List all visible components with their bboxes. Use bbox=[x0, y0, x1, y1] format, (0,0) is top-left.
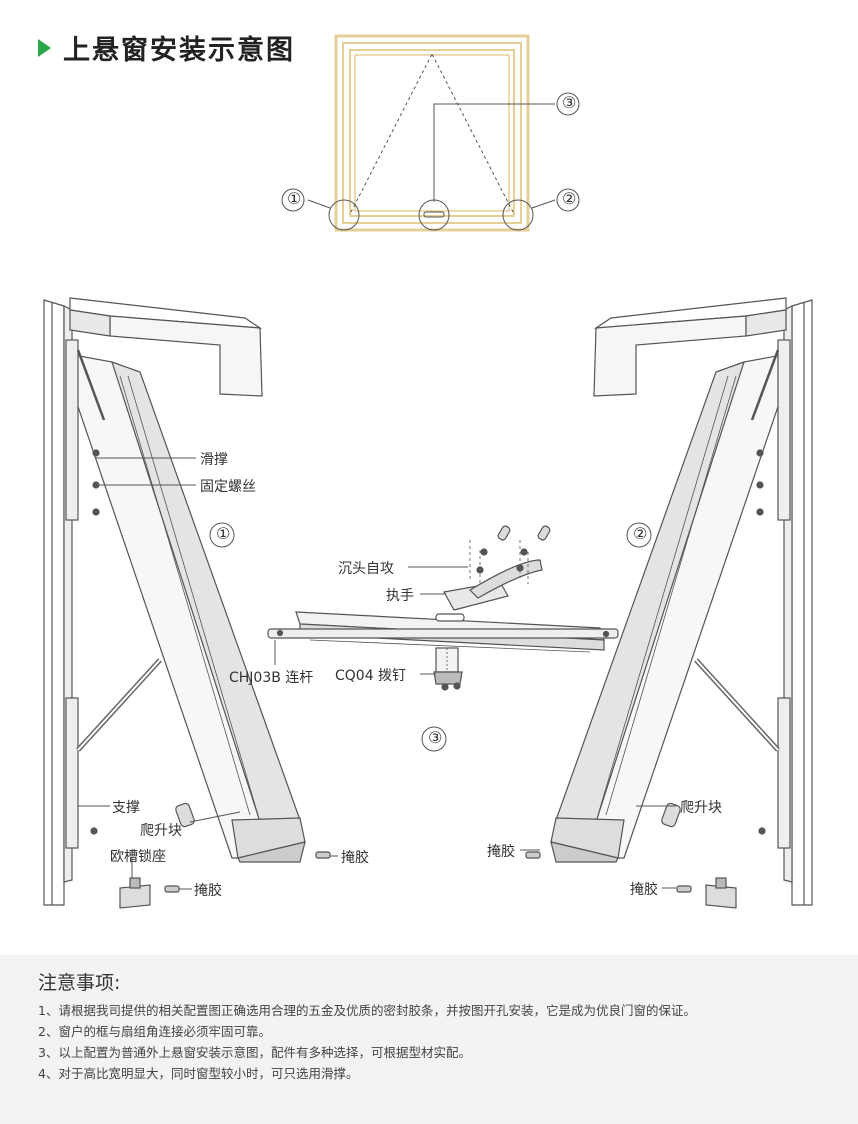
marker-2-label: ② bbox=[562, 189, 577, 208]
note-item: 3、以上配置为普通外上悬窗安装示意图，配件有多种选择，可根据型材实配。 bbox=[38, 1045, 471, 1060]
marker-1-label: ① bbox=[287, 189, 302, 208]
callout-leaders bbox=[78, 457, 676, 890]
note-item: 1、请根据我司提供的相关配置图正确选用合理的五金及优质的密封胶条，并按图开孔安装… bbox=[38, 1003, 696, 1018]
center-handle-assembly bbox=[267, 525, 619, 691]
note-item: 2、窗户的框与扇组角连接必须牢固可靠。 bbox=[38, 1024, 271, 1039]
callout-ou-cao-suo-zuo: 欧槽锁座 bbox=[110, 849, 166, 865]
notes-panel bbox=[0, 955, 858, 1124]
right-window-assembly bbox=[525, 297, 813, 909]
callout-yan-jiao-right-2: 掩胶 bbox=[630, 882, 658, 898]
play-arrow-icon bbox=[38, 38, 51, 57]
callout-chen-tou-zi-gong: 沉头自攻 bbox=[338, 561, 394, 577]
marker-3-label: ③ bbox=[562, 93, 577, 112]
note-item: 4、对于高比宽明显大，同时窗型较小时，可只选用滑撑。 bbox=[38, 1066, 359, 1081]
callout-yan-jiao-right-1: 掩胶 bbox=[487, 844, 515, 860]
callout-yan-jiao-left-1: 掩胶 bbox=[194, 883, 222, 899]
callout-hua-cheng: 滑撑 bbox=[200, 452, 228, 468]
callout-ba-ding: CQ04 拨钉 bbox=[335, 668, 407, 684]
callout-yan-jiao-left-2: 掩胶 bbox=[341, 850, 369, 866]
left-window-assembly bbox=[43, 297, 331, 909]
left-section-marker: ① bbox=[216, 524, 231, 543]
callout-zhi-shou: 执手 bbox=[386, 588, 414, 604]
callout-pa-sheng-kuai-left: 爬升块 bbox=[140, 823, 182, 839]
right-section-marker: ② bbox=[633, 524, 648, 543]
callout-lian-gan: CHJ03B 连杆 bbox=[229, 670, 314, 686]
callout-gu-ding-luo-si: 固定螺丝 bbox=[200, 479, 256, 495]
top-window-elevation bbox=[281, 34, 580, 232]
callout-zhi-cheng: 支撑 bbox=[112, 800, 140, 816]
center-section-marker: ③ bbox=[428, 728, 443, 747]
page-title-text: 上悬窗安装示意图 bbox=[63, 35, 295, 66]
page-title: 上悬窗安装示意图 bbox=[38, 28, 295, 67]
notes-heading: 注意事项: bbox=[38, 972, 121, 994]
callout-pa-sheng-kuai-right: 爬升块 bbox=[680, 800, 722, 816]
